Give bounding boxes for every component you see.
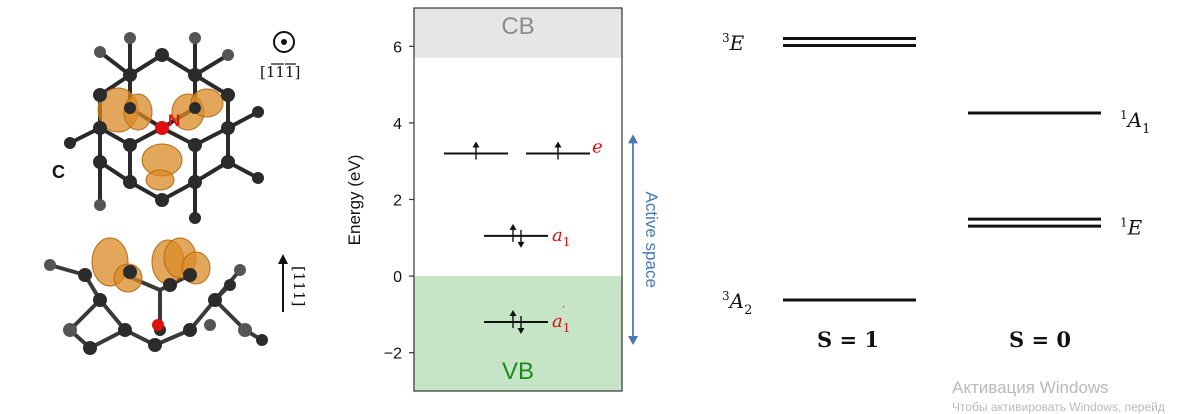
orbital-level: a1: [484, 223, 570, 249]
spin-up-arrow: [509, 310, 517, 329]
active-space-arrow-down: [628, 336, 638, 346]
state-level: 3A2: [722, 289, 916, 318]
y-tick-label: 4: [393, 116, 402, 133]
spin-up-arrow: [554, 141, 562, 160]
state-level: 1A1: [968, 108, 1150, 137]
spin-down-arrow: [517, 229, 525, 248]
states-panel: 3E 3A2 1A1 1E S = 1 S = 0: [722, 31, 1150, 352]
nitrogen-atom-side: [152, 319, 164, 331]
nitrogen-label: N: [168, 111, 180, 130]
y-tick-label: −2: [384, 346, 402, 363]
spin-up-arrow: [509, 223, 517, 242]
spin-label-singlet: S = 0: [1009, 327, 1071, 352]
level-label: a1: [552, 225, 570, 249]
bands-layer: CB VB: [414, 8, 622, 391]
spin-down-arrow: [517, 316, 525, 335]
orbital-lobes-side: [91, 237, 211, 293]
orbital-level: e: [444, 137, 603, 160]
nitrogen-atom: [155, 121, 169, 135]
y-axis-ticks: −2 0 2 4 6: [384, 39, 414, 363]
y-tick-label: 6: [393, 39, 402, 56]
state-label: 1E: [1120, 216, 1143, 240]
direction-out-of-page-icon: [273, 31, 295, 53]
y-axis-label: Energy (eV): [345, 155, 364, 246]
watermark-subtitle: Чтобы активировать Windows, перейд: [952, 400, 1165, 414]
band-vb: [414, 276, 622, 391]
direction-top-label: [111]: [260, 63, 300, 81]
molecule-side-view: [111]: [44, 237, 308, 355]
orbital-level: a1′: [484, 304, 570, 335]
watermark-title: Активация Windows: [952, 378, 1109, 397]
state-label: 1A1: [1120, 108, 1150, 137]
state-label: 3A2: [722, 289, 752, 318]
spin-label-triplet: S = 1: [817, 327, 879, 352]
direction-side-label: [111]: [290, 266, 308, 306]
y-tick-label: 0: [393, 269, 402, 286]
level-label: a1′: [552, 304, 570, 335]
carbon-label: C: [52, 162, 65, 182]
state-label: 3E: [722, 31, 745, 55]
levels-layer: e a1 a1′: [444, 137, 603, 335]
active-space-arrow-up: [628, 134, 638, 144]
band-label-vb: VB: [502, 358, 534, 385]
active-space-indicator: Active space: [628, 134, 661, 346]
energy-chart: CB VB −2 0 2 4 6 Energy (eV) e a1 a1′ Active sp…: [345, 7, 661, 392]
active-space-label: Active space: [642, 192, 661, 288]
molecule-panel: N C [111]: [44, 31, 308, 355]
band-label-cb: CB: [501, 13, 534, 40]
state-level: 1E: [968, 216, 1143, 240]
state-level: 3E: [722, 31, 916, 55]
level-label: e: [592, 137, 603, 158]
y-tick-label: 2: [393, 193, 402, 210]
windows-activation-watermark: Активация Windows Чтобы активировать Win…: [952, 378, 1165, 414]
band-cb: [414, 8, 622, 58]
molecule-top-view: N C [111]: [52, 31, 300, 224]
spin-up-arrow: [472, 141, 480, 160]
direction-arrow-icon: [278, 254, 288, 312]
